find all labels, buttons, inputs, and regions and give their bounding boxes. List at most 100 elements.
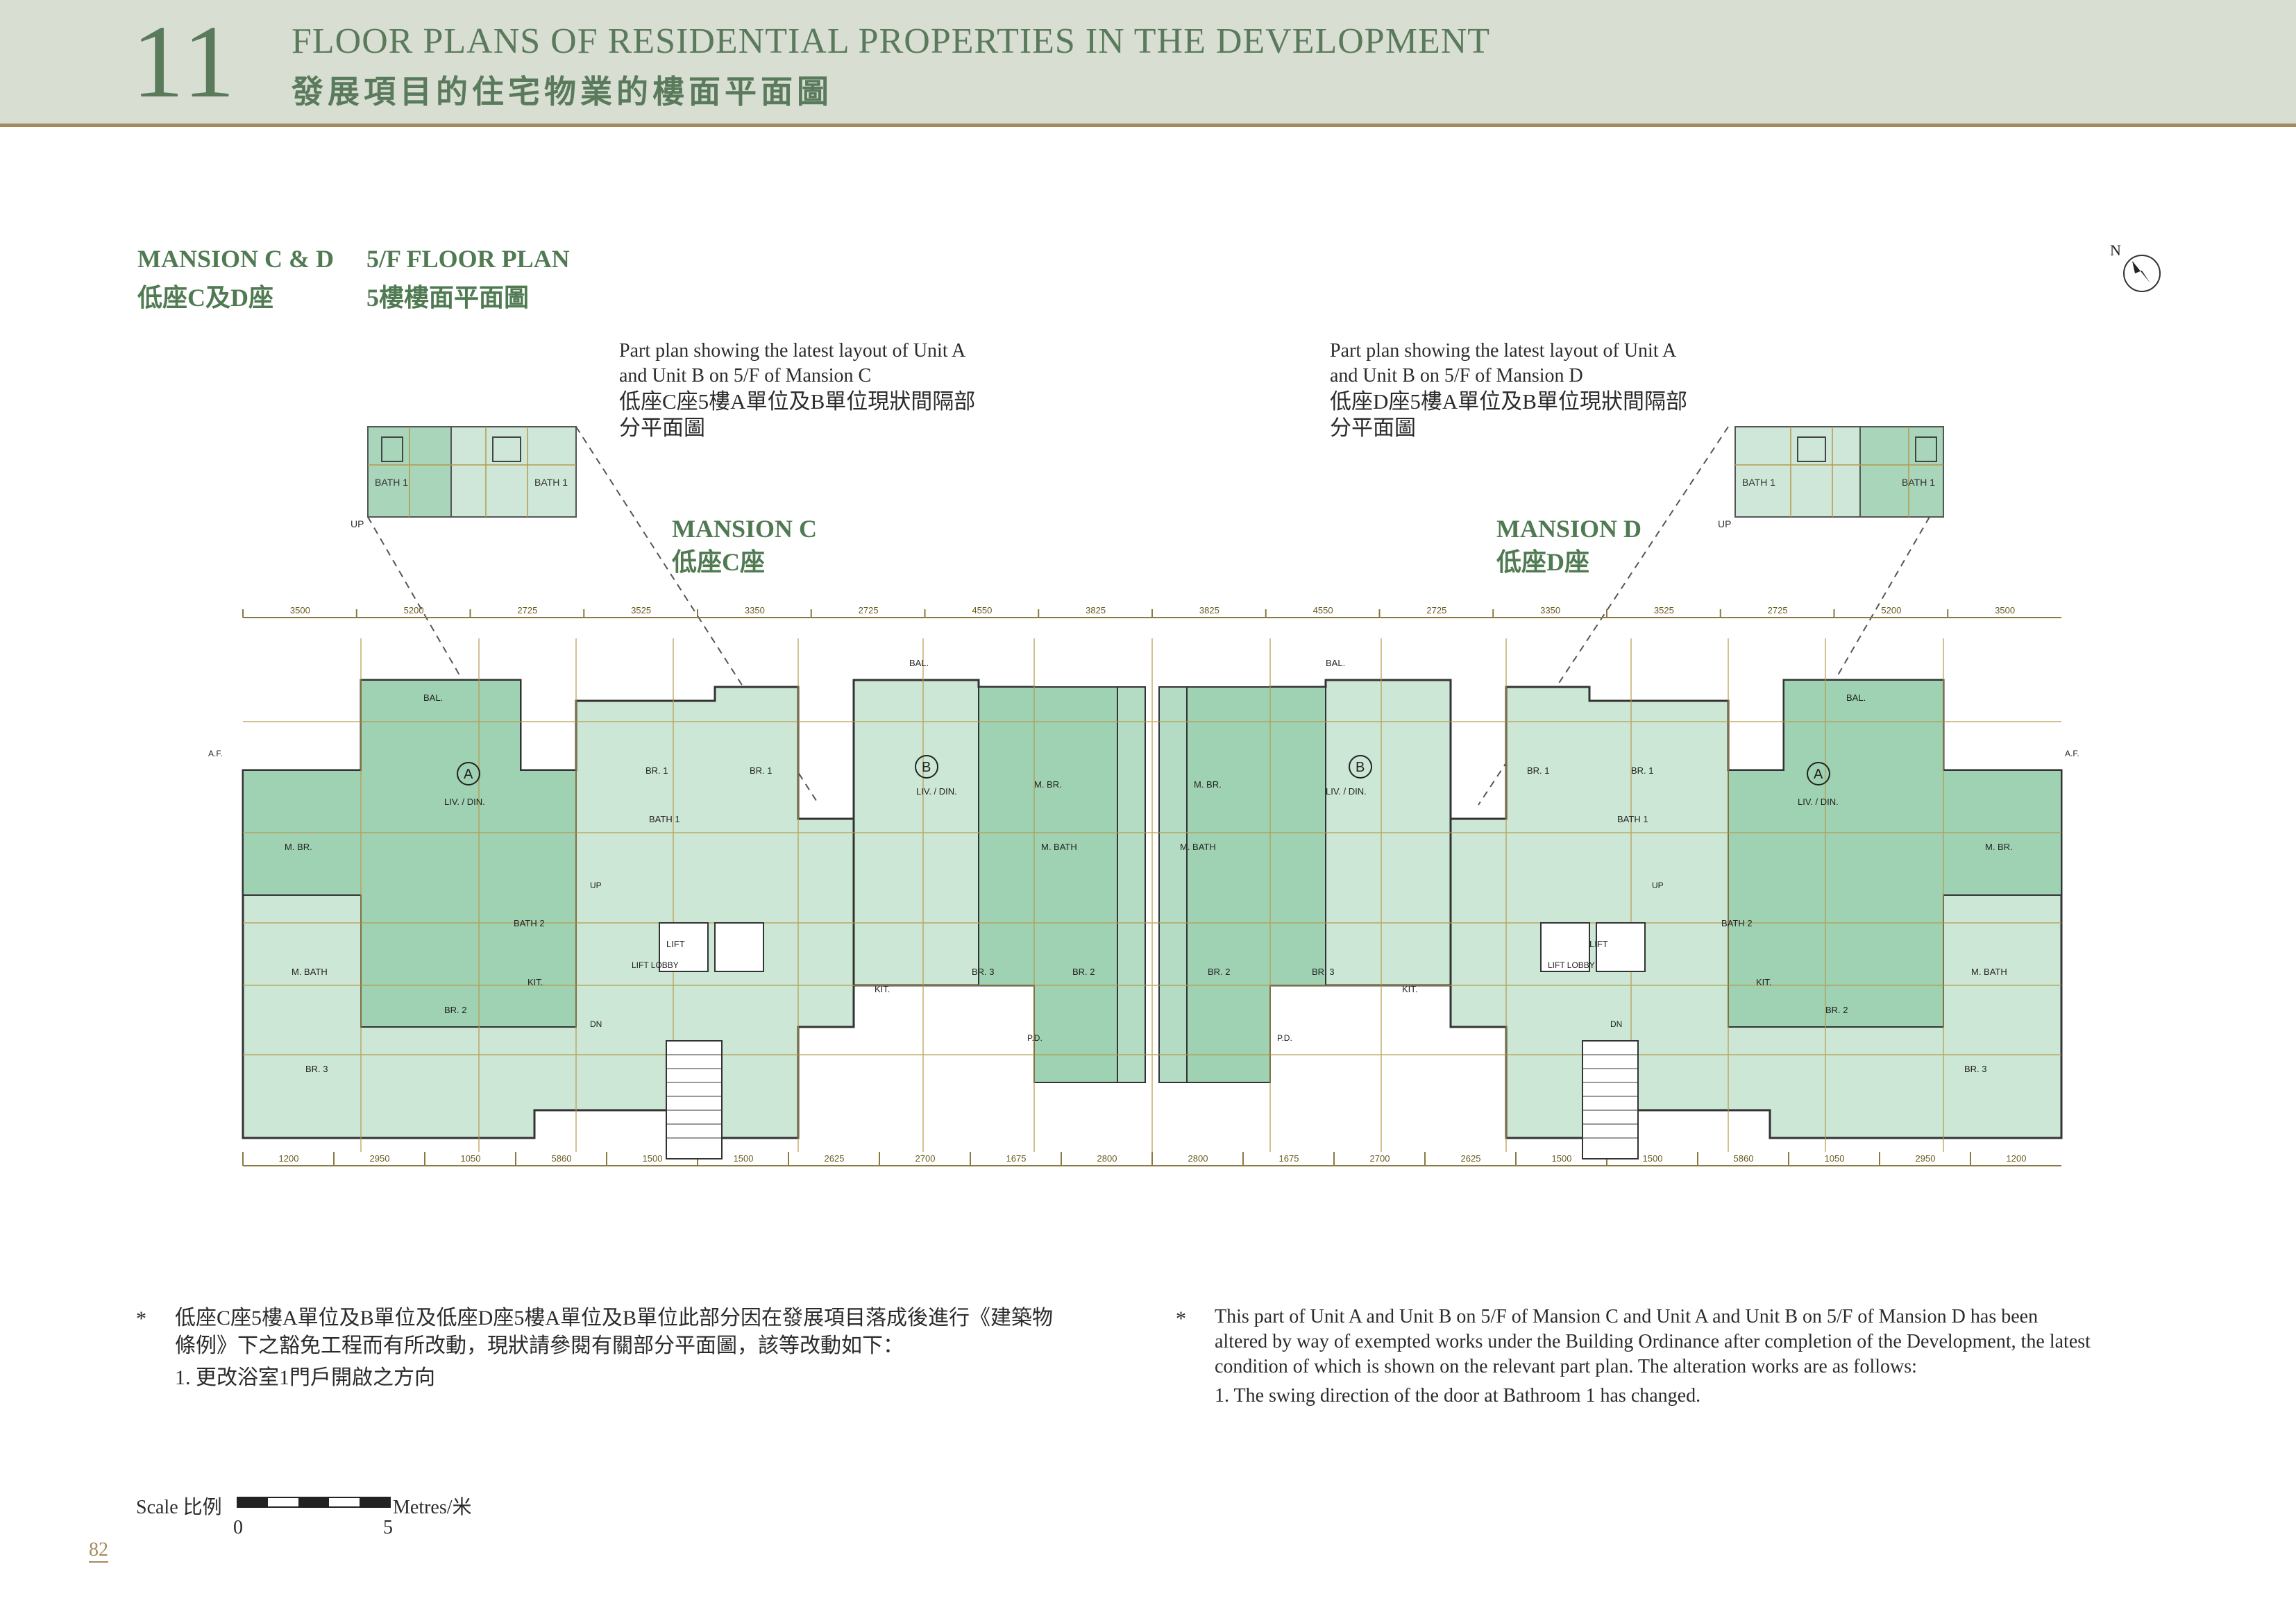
c-dn: DN: [590, 1019, 602, 1029]
inset-c-up: UP: [351, 518, 364, 529]
dimension-label: 3825: [1086, 605, 1106, 615]
d-b-m-bath: M. BATH: [1180, 842, 1216, 852]
d-b-liv-din: LIV. / DIN.: [1326, 786, 1367, 797]
d-kit: KIT.: [1756, 977, 1771, 987]
dimension-label: 3500: [1995, 605, 2015, 615]
note-zh-line2: 條例》下之豁免工程而有所改動，現狀請參閱有關部分平面圖，該等改動如下：: [175, 1334, 904, 1357]
dimension-label: 1675: [1279, 1153, 1299, 1164]
dimension-label: 1675: [1006, 1153, 1027, 1164]
north-arrow: N: [2107, 240, 2163, 299]
note-zh-mark: *: [136, 1307, 146, 1330]
page-header: 11 FLOOR PLANS OF RESIDENTIAL PROPERTIES…: [0, 0, 2296, 127]
c-br1: BR. 1: [645, 765, 668, 776]
part-plan-c-inset: BATH 1 BATH 1 UP: [351, 426, 577, 529]
block-title-zh: 低座C及D座: [137, 284, 273, 312]
part-plan-d-inset: BATH 1 BATH 1 UP: [1718, 426, 1944, 529]
d-bath1: BATH 1: [1617, 814, 1648, 824]
d-br2: BR. 2: [1825, 1005, 1848, 1015]
d-lift-lobby: LIFT LOBBY: [1548, 960, 1595, 970]
dimension-label: 2725: [859, 605, 879, 615]
dimension-label: 1500: [643, 1153, 663, 1164]
mansion-d-label: MANSION D 低座D座: [1496, 512, 1641, 579]
d-br1: BR. 1: [1527, 765, 1550, 776]
c-b-m-br: M. BR.: [1034, 779, 1062, 790]
d-lift: LIFT: [1589, 939, 1608, 949]
note-zh-item1: 1. 更改浴室1門戶開啟之方向: [175, 1366, 435, 1389]
part-plan-d-zh2: 分平面圖: [1330, 416, 1416, 440]
mansion-d-zh: 低座D座: [1496, 548, 1589, 576]
d-b-bal: BAL.: [1326, 658, 1345, 668]
unit-b-marker-d: B: [1356, 760, 1365, 775]
part-plan-d-zh1: 低座D座5樓A單位及B單位現狀間隔部: [1330, 389, 1687, 414]
dimension-label: 1200: [279, 1153, 299, 1164]
d-liv-din: LIV. / DIN.: [1798, 797, 1839, 807]
dimension-label: 2725: [517, 605, 537, 615]
dimension-label: 5200: [1881, 605, 1901, 615]
header-title-en: FLOOR PLANS OF RESIDENTIAL PROPERTIES IN…: [292, 22, 1491, 61]
stair-cores: [666, 1040, 1639, 1159]
d-bal: BAL.: [1846, 692, 1866, 703]
c-m-bath: M. BATH: [292, 967, 328, 977]
dimension-label: 3525: [1654, 605, 1674, 615]
c-m-br: M. BR.: [285, 842, 312, 852]
c-br2: BR. 2: [444, 1005, 467, 1015]
part-plan-c-zh1: 低座C座5樓A單位及B單位現狀間隔部: [619, 389, 976, 414]
dimension-label: 1200: [2007, 1153, 2027, 1164]
scale-five: 5: [383, 1517, 393, 1538]
lift-shafts: [659, 922, 1646, 972]
north-label: N: [2110, 241, 2121, 259]
d-br3: BR. 3: [1964, 1064, 1987, 1074]
floor-title-zh: 5樓樓面平面圖: [366, 284, 530, 312]
d-m-br: M. BR.: [1985, 842, 2013, 852]
note-zh-line1: 低座C座5樓A單位及B單位及低座D座5樓A單位及B單位此部分因在發展項目落成後進…: [175, 1307, 1054, 1329]
d-bath2: BATH 2: [1721, 918, 1753, 928]
dimension-label: 2625: [825, 1153, 845, 1164]
part-plan-c-caption: Part plan showing the latest layout of U…: [619, 339, 975, 441]
dimension-label: 3825: [1199, 605, 1219, 615]
unit-a-marker-c: A: [464, 767, 473, 782]
c-liv-din: LIV. / DIN.: [444, 797, 485, 807]
dimension-label: 2700: [1370, 1153, 1390, 1164]
c-kit: KIT.: [527, 977, 543, 987]
c-b-bal: BAL.: [909, 658, 929, 668]
floor-title-en: 5/F FLOOR PLAN: [366, 245, 570, 273]
grid-lines: [243, 638, 2061, 1152]
c-br3: BR. 3: [305, 1064, 328, 1074]
note-en-item1: 1. The swing direction of the door at Ba…: [1215, 1385, 1701, 1407]
block-title-en: MANSION C & D: [137, 245, 334, 273]
dimension-label: 5860: [1734, 1153, 1754, 1164]
dimension-label: 2700: [915, 1153, 936, 1164]
unit-b-marker-c: B: [922, 760, 931, 775]
dimension-label: 4550: [1313, 605, 1333, 615]
dimension-label: 3500: [290, 605, 310, 615]
c-br1b: BR. 1: [750, 765, 773, 776]
part-plan-c-zh2: 分平面圖: [619, 416, 705, 440]
c-b-br2: BR. 2: [1072, 967, 1095, 977]
mansion-c-en: MANSION C: [672, 515, 818, 543]
dimension-label: 5200: [404, 605, 424, 615]
dimension-label: 1500: [1552, 1153, 1572, 1164]
part-plan-c-line1: Part plan showing the latest layout of U…: [619, 340, 966, 362]
page-number: 82: [89, 1539, 108, 1563]
scale-label: Scale 比例: [136, 1497, 222, 1518]
part-plan-d-caption: Part plan showing the latest layout of U…: [1330, 339, 1687, 441]
mansion-c-label: MANSION C 低座C座: [672, 512, 817, 579]
c-b-liv-din: LIV. / DIN.: [916, 786, 957, 797]
scale-zero: 0: [233, 1517, 243, 1538]
dimension-label: 2950: [370, 1153, 390, 1164]
d-m-bath: M. BATH: [1971, 967, 2007, 977]
d-up: UP: [1652, 881, 1664, 890]
dimension-label: 2725: [1426, 605, 1446, 615]
d-br1b: BR. 1: [1631, 765, 1654, 776]
dimension-label: 3350: [745, 605, 765, 615]
part-plan-d-line1: Part plan showing the latest layout of U…: [1330, 340, 1677, 362]
inset-d-up: UP: [1718, 518, 1731, 529]
inset-d-bath1: BATH 1: [1742, 477, 1775, 488]
d-b-m-br: M. BR.: [1194, 779, 1222, 790]
dimension-label: 3350: [1540, 605, 1560, 615]
d-dn: DN: [1610, 1019, 1622, 1029]
scale-bar: [237, 1497, 391, 1508]
